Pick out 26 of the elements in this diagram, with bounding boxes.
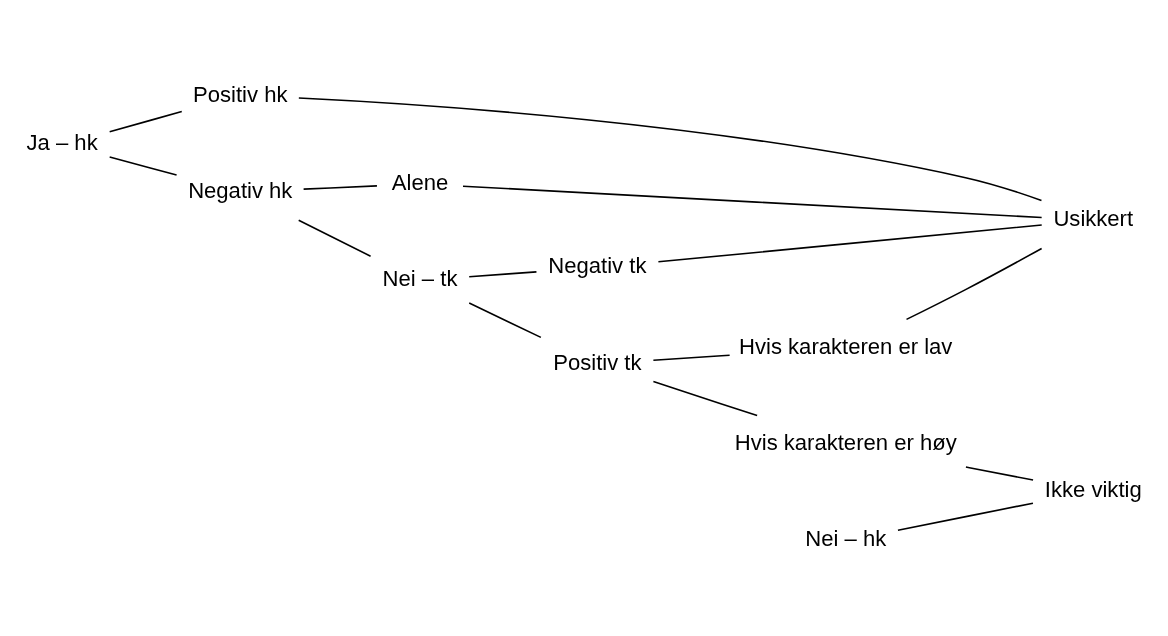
node-text: Negativ hk (188, 177, 293, 203)
connector (965, 466, 1034, 481)
node-text: Hvis karakteren er høy (734, 429, 957, 455)
connector (108, 110, 183, 133)
connector (652, 354, 731, 361)
connector (897, 502, 1034, 531)
connector (298, 97, 1043, 202)
connector (468, 271, 538, 278)
node-text: Alene (391, 169, 449, 195)
node-text: Hvis karakteren er lav (739, 333, 953, 359)
node-text: Nei – tk (382, 265, 458, 291)
connector (462, 185, 1043, 219)
node-text: Positiv tk (553, 349, 642, 375)
connector (652, 380, 758, 417)
node-text: Negativ tk (548, 253, 647, 279)
node-text: Positiv hk (193, 81, 288, 107)
node-text: Ikke viktig (1044, 477, 1142, 503)
connector (468, 302, 542, 339)
node-text: Ja – hk (26, 130, 98, 156)
node-text: Usikkert (1053, 206, 1134, 232)
connector (302, 185, 378, 190)
connector (657, 224, 1043, 263)
connector (108, 156, 178, 176)
connector (905, 247, 1043, 321)
node-text: Nei – hk (805, 526, 887, 552)
connector (297, 219, 372, 258)
